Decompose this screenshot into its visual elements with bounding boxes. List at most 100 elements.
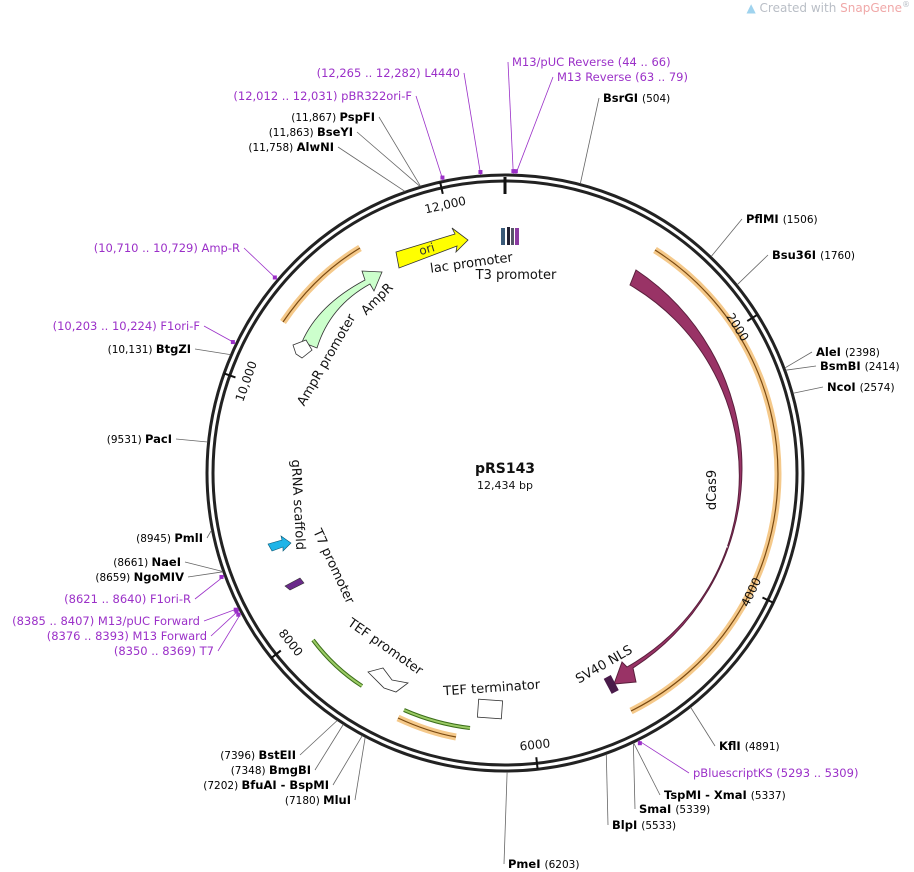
site-leader-line: [632, 743, 636, 810]
site-leader-line: [515, 76, 554, 175]
site-leader-line: [210, 609, 240, 637]
restriction-site-label[interactable]: SmaI (5339): [639, 802, 710, 816]
site-leader-line: [378, 116, 421, 187]
primer-label[interactable]: (8376 .. 8393) M13 Forward: [47, 629, 207, 643]
site-leader-line: [314, 724, 344, 771]
plasmid-length: 12,434 bp: [477, 479, 533, 492]
site-leader-line: [784, 351, 813, 369]
restriction-site-label[interactable]: (7180) MluI: [285, 793, 351, 807]
primer-label[interactable]: (8385 .. 8407) M13/pUC Forward: [12, 614, 200, 628]
restriction-site-label[interactable]: (11,867) PspFI: [291, 110, 375, 124]
site-leader-line: [356, 131, 421, 187]
primer-label[interactable]: (10,203 .. 10,224) F1ori-F: [53, 319, 200, 333]
t3-promoter-feature[interactable]: [515, 228, 519, 245]
dcas9-label: dCas9: [705, 470, 720, 510]
restriction-site-label[interactable]: (7202) BfuAI - BspMI: [203, 778, 329, 792]
dcas9-joint-mark: [721, 545, 741, 550]
restriction-site-label[interactable]: (7348) BmgBI: [231, 763, 311, 777]
restriction-site-label[interactable]: BsrGI (504): [603, 91, 670, 105]
primer-marker: [234, 609, 239, 614]
tef-promoter-feature[interactable]: [367, 667, 409, 693]
restriction-site-label[interactable]: NcoI (2574): [827, 380, 895, 394]
ori-label: ori: [417, 240, 436, 258]
primer-marker: [637, 741, 642, 746]
site-leader-line: [337, 146, 406, 192]
site-leader-line: [507, 61, 514, 175]
primer-marker: [230, 340, 235, 345]
site-leader-line: [605, 754, 609, 826]
ampr-promoter-label: AmpR promoter: [295, 311, 360, 409]
primer-label[interactable]: (10,710 .. 10,729) Amp-R: [94, 241, 240, 255]
ruler-tick-label: 2000: [724, 310, 752, 343]
site-leader-line: [203, 607, 239, 622]
primer-marker: [236, 612, 241, 617]
restriction-site-label[interactable]: (7396) BstEII: [220, 748, 296, 762]
primer-marker: [272, 275, 277, 280]
watermark: ▲ Created with SnapGene®: [746, 0, 910, 15]
site-leader-line: [633, 742, 661, 796]
small-feature-3: [511, 228, 514, 245]
grna-scaffold-feature[interactable]: [267, 535, 292, 552]
site-leader-line: [354, 737, 366, 801]
restriction-site-label[interactable]: PmeI (6203): [508, 857, 579, 871]
restriction-site-label[interactable]: BsmBI (2414): [820, 359, 900, 373]
small-feature-2: [507, 227, 510, 245]
plasmid-name: pRS143: [475, 461, 535, 477]
primer-label[interactable]: (8350 .. 8369) T7: [114, 644, 214, 658]
restriction-site-label[interactable]: (9531) PacI: [107, 432, 172, 446]
primer-label[interactable]: M13 Reverse (63 .. 79): [557, 70, 688, 84]
restriction-site-label[interactable]: AleI (2398): [816, 345, 880, 359]
tef-terminator-feature[interactable]: [476, 698, 504, 720]
restriction-site-label[interactable]: PflMI (1506): [746, 212, 818, 226]
sv40-nls-feature[interactable]: [603, 675, 619, 694]
restriction-site-label[interactable]: (11,863) BseYI: [269, 125, 353, 139]
site-leader-line: [299, 720, 338, 756]
site-leader-line: [736, 254, 769, 285]
tef-green-halo-2: [403, 709, 471, 729]
ori-feature[interactable]: [395, 227, 469, 269]
site-leader-line: [184, 561, 223, 572]
site-leader-line: [638, 740, 690, 774]
primer-label[interactable]: M13/pUC Reverse (44 .. 66): [512, 55, 671, 69]
ruler-tick-label: 12,000: [423, 194, 467, 217]
t7-promoter-feature[interactable]: [284, 577, 305, 591]
ruler-tick: [746, 313, 758, 322]
site-leader-line: [206, 529, 212, 539]
ampr-feature[interactable]: [301, 270, 383, 349]
primer-marker: [511, 169, 516, 174]
ampr-halo-core: [282, 247, 361, 323]
primer-marker: [513, 169, 518, 174]
site-leader-line: [332, 735, 363, 786]
restriction-site-label[interactable]: (8945) PmlI: [136, 531, 203, 545]
tef-halo-core: [397, 717, 457, 738]
ruler-tick: [762, 596, 774, 604]
ampr-promoter-feature[interactable]: [292, 339, 313, 359]
t3-promoter-label: T3 promoter: [475, 268, 557, 283]
site-leader-line: [785, 365, 817, 371]
ruler-tick-label: 10,000: [233, 359, 260, 403]
site-leader-line: [415, 95, 444, 181]
primer-label[interactable]: (8621 .. 8640) F1ori-R: [64, 592, 191, 606]
primer-label[interactable]: (12,012 .. 12,031) pBR322ori-F: [233, 89, 412, 103]
restriction-site-label[interactable]: TspMI - XmaI (5337): [664, 788, 786, 802]
restriction-site-label[interactable]: (8659) NgoMIV: [95, 570, 184, 584]
site-leader-line: [463, 72, 482, 176]
ruler-tick-label: 8000: [276, 626, 306, 659]
site-leader-line: [217, 613, 242, 652]
primer-label[interactable]: (12,265 .. 12,282) L4440: [317, 66, 460, 80]
restriction-site-label[interactable]: KflI (4891): [719, 739, 780, 753]
restriction-site-label[interactable]: (8661) NaeI: [113, 555, 181, 569]
site-labels: BsrGI (504) PflMI (1506) Bsu36I (1760) AleI…: [12, 55, 899, 871]
restriction-site-label[interactable]: (10,131) BtgZI: [108, 342, 191, 356]
primer-label[interactable]: pBluescriptKS (5293 .. 5309): [693, 766, 858, 780]
site-leader-line: [243, 247, 278, 280]
backbone-outer: [205, 173, 805, 773]
site-leader-line: [203, 325, 236, 344]
restriction-site-label[interactable]: BlpI (5533): [612, 818, 676, 832]
site-leader-line: [194, 575, 225, 600]
dcas9-feature[interactable]: [613, 269, 743, 685]
restriction-site-label[interactable]: Bsu36I (1760): [772, 248, 855, 262]
restriction-site-label[interactable]: (11,758) AlwNI: [248, 140, 334, 154]
lac-promoter-feature[interactable]: [501, 228, 505, 245]
